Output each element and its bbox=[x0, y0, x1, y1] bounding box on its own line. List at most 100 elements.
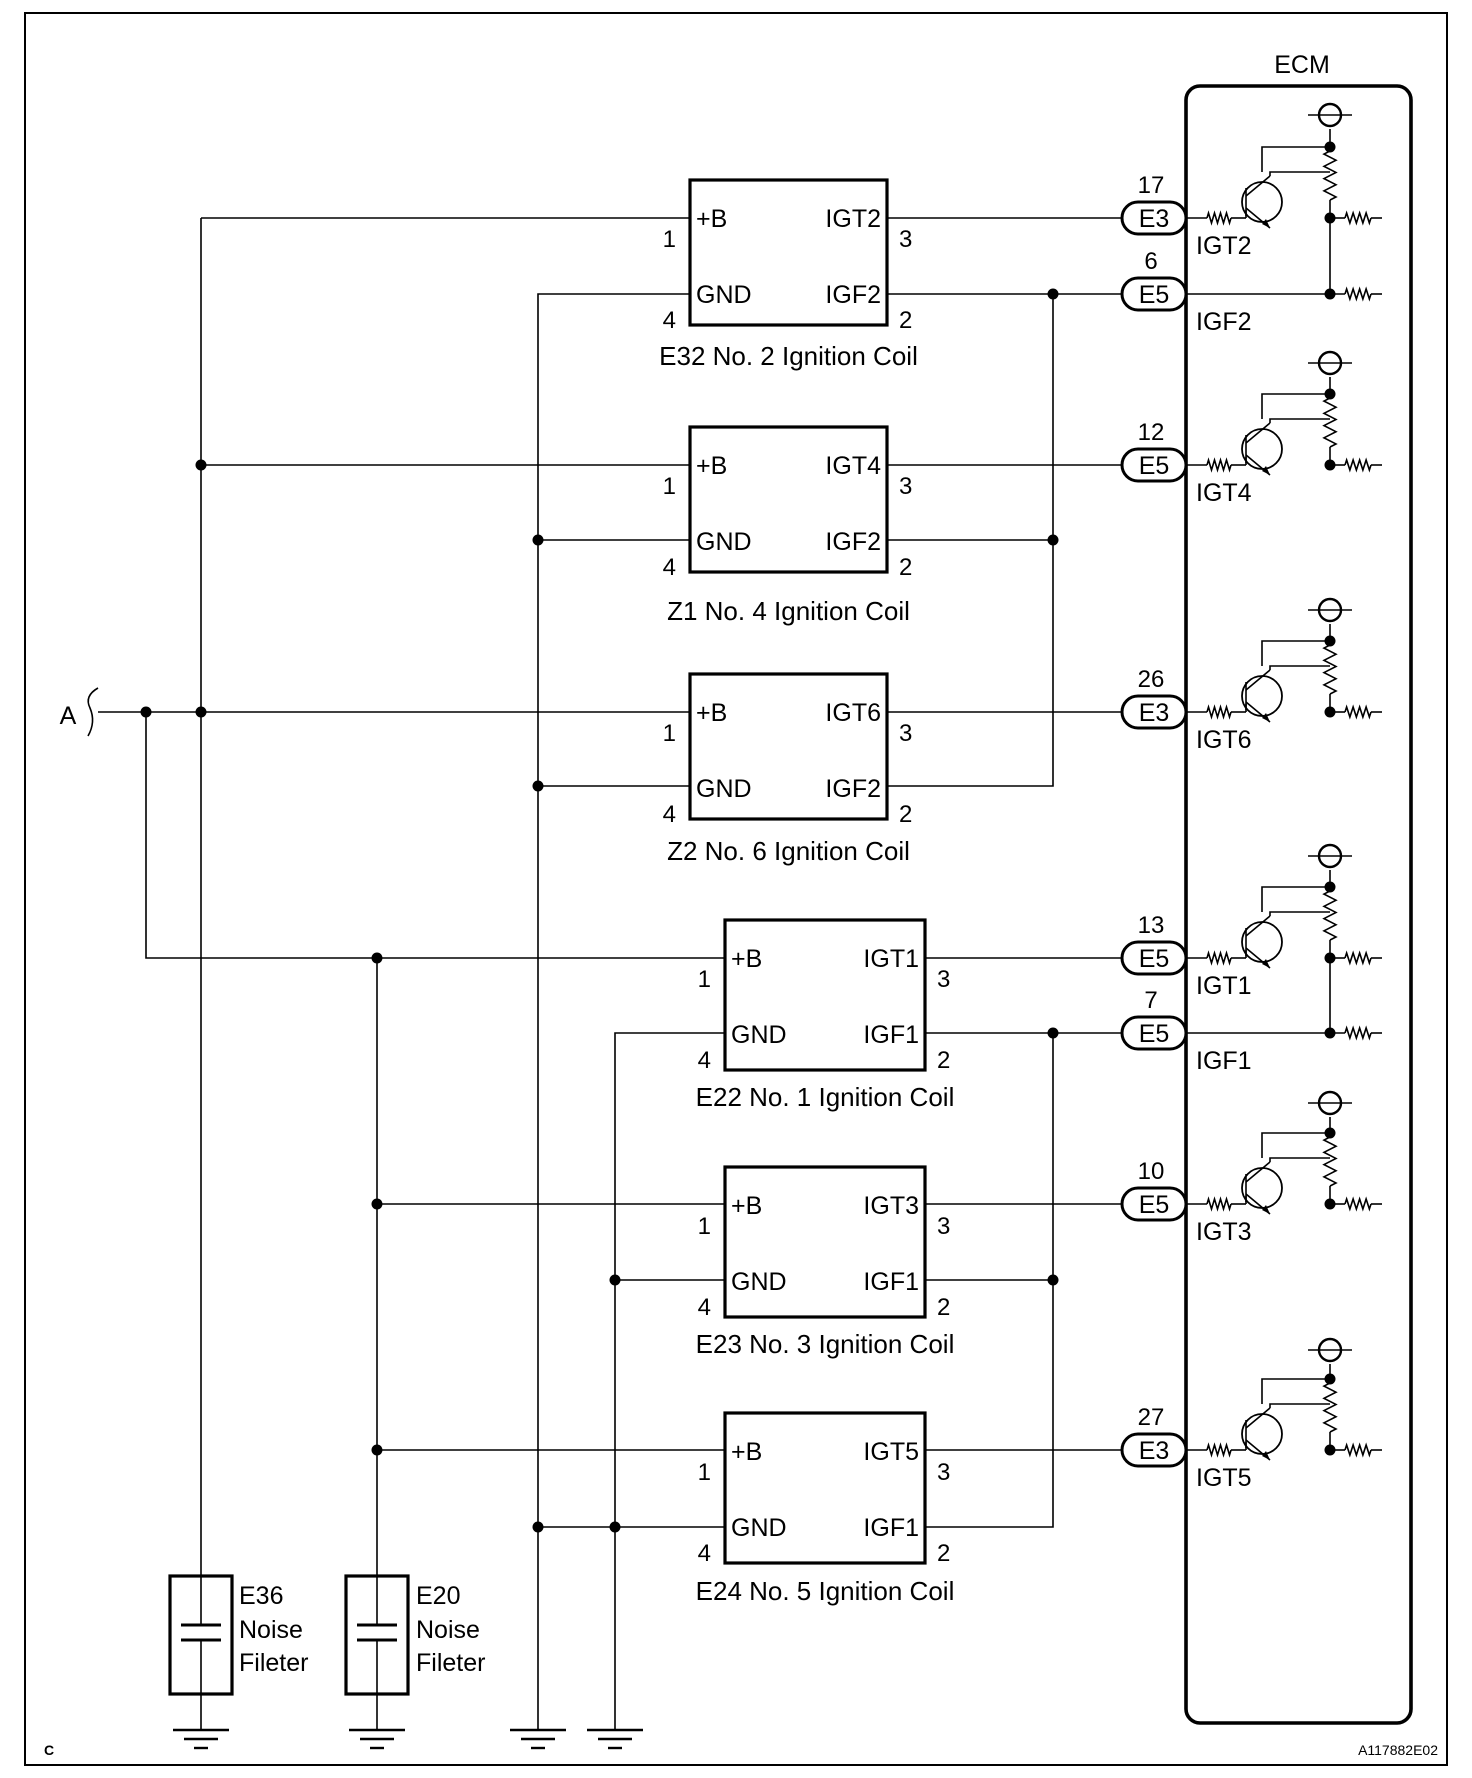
resistor-icon bbox=[1206, 1442, 1232, 1458]
resistor-icon bbox=[1206, 704, 1232, 720]
coil-out-igf-label: IGF1 bbox=[863, 1514, 919, 1542]
wire bbox=[1261, 886, 1330, 912]
coil-box bbox=[723, 918, 927, 1072]
wire-igf2-bus bbox=[887, 294, 1054, 787]
transistor-collector bbox=[1245, 422, 1271, 444]
coil-pin-number: 2 bbox=[899, 554, 912, 581]
wire bbox=[1261, 393, 1330, 419]
resistor-icon bbox=[1322, 1382, 1338, 1433]
noise-filter-e20-box bbox=[344, 1574, 410, 1730]
coil-caption: E24 No. 5 Ignition Coil bbox=[696, 1576, 955, 1606]
coil-pin-number: 2 bbox=[937, 1294, 950, 1321]
junction-dot bbox=[1324, 635, 1336, 647]
figure-code: A117882E02 bbox=[1358, 1742, 1438, 1758]
transistor-icon bbox=[1241, 428, 1283, 470]
coil-out-igt-label: IGT3 bbox=[863, 1192, 919, 1220]
coil-pin-number: 4 bbox=[663, 307, 676, 334]
resistor-icon bbox=[1322, 1136, 1338, 1187]
source-label-a: A bbox=[60, 702, 77, 730]
terminal-pin-number: 6 bbox=[1144, 248, 1157, 275]
wire-igf1-bus bbox=[925, 1033, 1054, 1528]
coil-out-igf-label: IGF1 bbox=[863, 1268, 919, 1296]
coil-pin-number: 4 bbox=[663, 554, 676, 581]
coil-out-igf-label: IGF2 bbox=[825, 775, 881, 803]
coil-pin-b-label: +B bbox=[696, 205, 727, 233]
resistor-icon bbox=[1344, 286, 1372, 302]
resistor-icon bbox=[1344, 950, 1372, 966]
coil-pin-number: 1 bbox=[663, 226, 676, 253]
ecm-group: E317IGT2E56IGF2E512IGT4E326IGT6E513IGT1E… bbox=[1120, 84, 1413, 1725]
junction-dot bbox=[532, 1521, 544, 1533]
junction-dot bbox=[609, 1274, 621, 1286]
connector-label: E3 bbox=[1139, 699, 1170, 727]
emitter-arrow bbox=[1262, 219, 1270, 228]
coil-pin-number: 1 bbox=[663, 720, 676, 747]
ecm-title: ECM bbox=[1274, 51, 1330, 79]
resistor-icon bbox=[1344, 1442, 1372, 1458]
ground-icon bbox=[349, 1728, 405, 1750]
coil-pin-number: 1 bbox=[698, 1213, 711, 1240]
coil-pin-gnd-label: GND bbox=[696, 281, 752, 309]
coil-caption: E23 No. 3 Ignition Coil bbox=[696, 1329, 955, 1359]
coil-box bbox=[723, 1411, 927, 1565]
coil-pin-number: 3 bbox=[899, 473, 912, 500]
noise-filter-e36-line2: Fileter bbox=[239, 1649, 308, 1677]
junction-dot bbox=[1324, 1127, 1336, 1139]
resistor-icon bbox=[1322, 150, 1338, 201]
resistor-icon bbox=[1344, 210, 1372, 226]
coil-pin-number: 3 bbox=[899, 226, 912, 253]
emitter-arrow bbox=[1262, 466, 1270, 475]
resistor-icon bbox=[1344, 457, 1372, 473]
coil-pin-gnd-label: GND bbox=[696, 775, 752, 803]
coil-pin-number: 3 bbox=[899, 720, 912, 747]
ground-icon bbox=[510, 1728, 566, 1750]
wire bbox=[1269, 1403, 1330, 1408]
coil-pin-number: 3 bbox=[937, 966, 950, 993]
coil-pin-number: 4 bbox=[698, 1540, 711, 1567]
coil-pin-b-label: +B bbox=[731, 945, 762, 973]
resistor-icon bbox=[1206, 210, 1232, 226]
junction-dot bbox=[195, 459, 207, 471]
resistor-icon bbox=[1344, 1196, 1372, 1212]
coil-box bbox=[688, 672, 889, 821]
wire-a-lower bbox=[145, 712, 725, 959]
ecm-box bbox=[1184, 84, 1413, 1725]
diagram-frame bbox=[24, 12, 1448, 1766]
terminal-signal-label: IGF1 bbox=[1196, 1047, 1252, 1075]
transistor-collector bbox=[1245, 669, 1271, 691]
transistor-collector bbox=[1245, 1407, 1271, 1429]
wire bbox=[1261, 1132, 1330, 1158]
terminal-signal-label: IGF2 bbox=[1196, 308, 1252, 336]
coil-pin-number: 3 bbox=[937, 1213, 950, 1240]
wire bbox=[1261, 1378, 1330, 1404]
transistor-driver-1 bbox=[1186, 350, 1382, 476]
terminal-signal-label: IGT2 bbox=[1196, 232, 1252, 260]
coil-out-igt-label: IGT4 bbox=[825, 452, 881, 480]
transistor-icon bbox=[1241, 1413, 1283, 1455]
transistor-driver-4 bbox=[1186, 1090, 1382, 1215]
terminal-pin-number: 27 bbox=[1138, 1404, 1165, 1431]
terminal-pin-number: 13 bbox=[1138, 912, 1165, 939]
coil-caption: E22 No. 1 Ignition Coil bbox=[696, 1082, 955, 1112]
wiring-bus bbox=[87, 217, 1122, 1750]
connector-label: E5 bbox=[1139, 1020, 1170, 1048]
terminal-signal-label: IGT4 bbox=[1196, 479, 1252, 507]
resistor-icon bbox=[1344, 1025, 1372, 1041]
coil-out-igf-label: IGF2 bbox=[825, 281, 881, 309]
transistor-icon bbox=[1241, 921, 1283, 963]
wire-gnd-upper bbox=[537, 293, 690, 1730]
resistor-icon bbox=[1322, 644, 1338, 695]
transistor-driver-3 bbox=[1186, 843, 1382, 1041]
terminal-signal-label: IGT1 bbox=[1196, 972, 1252, 1000]
transistor-collector bbox=[1245, 1161, 1271, 1183]
terminal-signal-label: IGT3 bbox=[1196, 1218, 1252, 1246]
